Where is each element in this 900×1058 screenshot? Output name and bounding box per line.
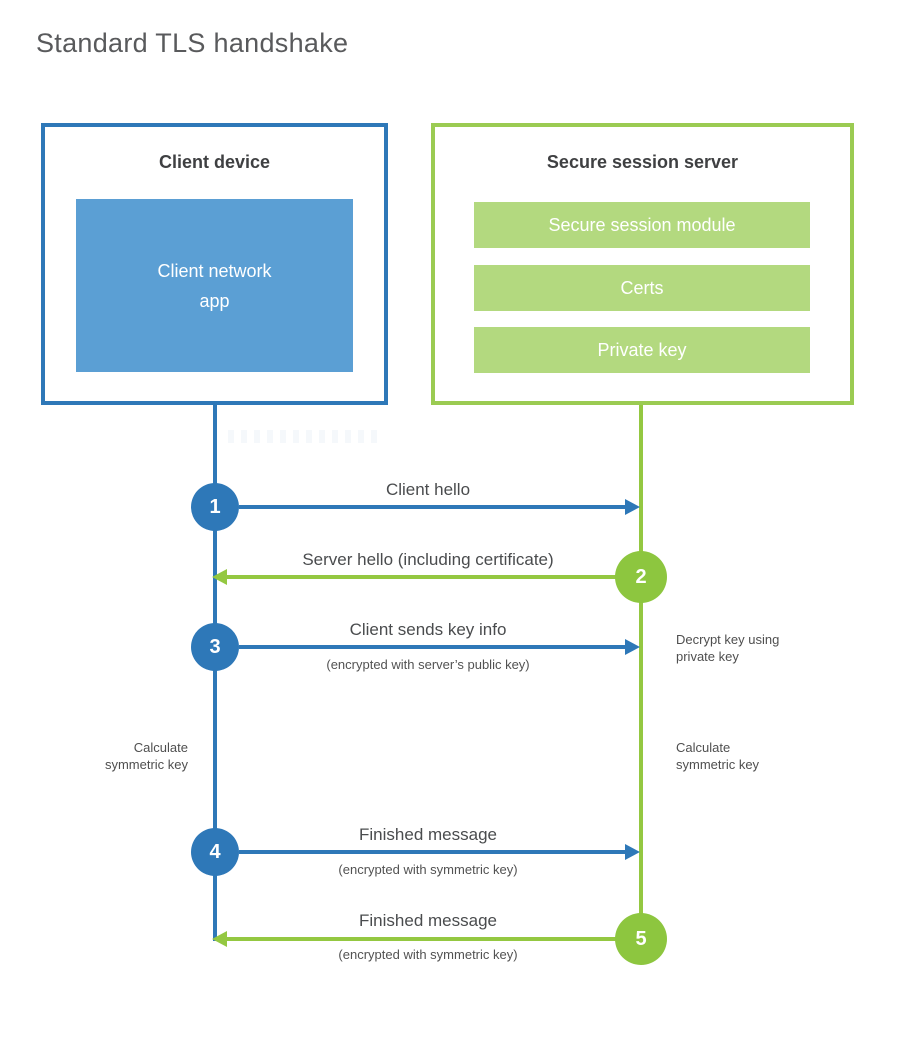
note-decrypt-key: Decrypt key using private key: [676, 632, 780, 664]
message-5-sublabel: (encrypted with symmetric key): [338, 947, 518, 962]
message-4-arrow-line: [239, 850, 628, 854]
message-3-arrowhead-icon: [625, 639, 640, 655]
module-secure-session-module: Secure session module: [474, 202, 810, 248]
client-device-box: Client device Client network app: [41, 123, 388, 405]
message-3-label: Client sends key info: [349, 620, 507, 639]
module-certs: Certs: [474, 265, 810, 311]
message-5-arrowhead-icon: [212, 931, 227, 947]
message-5-arrow-line: [227, 937, 617, 941]
step-badge-1: 1: [191, 483, 239, 531]
faint-dash-artifact: [228, 430, 384, 443]
server-lifeline: [639, 403, 643, 941]
message-4-label: Finished message: [359, 825, 497, 844]
client-network-app-box: Client network app: [76, 199, 353, 372]
message-2-arrow-line: [227, 575, 617, 579]
client-device-title: Client device: [158, 152, 271, 172]
step-badge-3: 3: [191, 623, 239, 671]
message-4-arrowhead-icon: [625, 844, 640, 860]
message-3-arrow-line: [239, 645, 628, 649]
step-badge-4: 4: [191, 828, 239, 876]
secure-session-server-box: Secure session server Secure session mod…: [431, 123, 854, 405]
message-5-label: Finished message: [359, 911, 497, 930]
message-2-label: Server hello (including certificate): [302, 550, 554, 569]
message-1-label: Client hello: [385, 480, 471, 499]
message-2-arrowhead-icon: [212, 569, 227, 585]
message-4-sublabel: (encrypted with symmetric key): [338, 862, 518, 877]
note-calculate-symmetric-key-server: Calculate symmetric key: [676, 740, 760, 772]
step-badge-2: 2: [615, 551, 667, 603]
page-title: Standard TLS handshake: [36, 28, 349, 58]
message-1-arrowhead-icon: [625, 499, 640, 515]
secure-session-server-title: Secure session server: [546, 152, 739, 172]
note-calculate-symmetric-key-client: Calculate symmetric key: [104, 740, 188, 772]
message-1-arrow-line: [239, 505, 628, 509]
message-3-sublabel: (encrypted with server’s public key): [326, 657, 530, 672]
step-badge-5: 5: [615, 913, 667, 965]
client-lifeline: [213, 403, 217, 941]
module-private-key: Private key: [474, 327, 810, 373]
